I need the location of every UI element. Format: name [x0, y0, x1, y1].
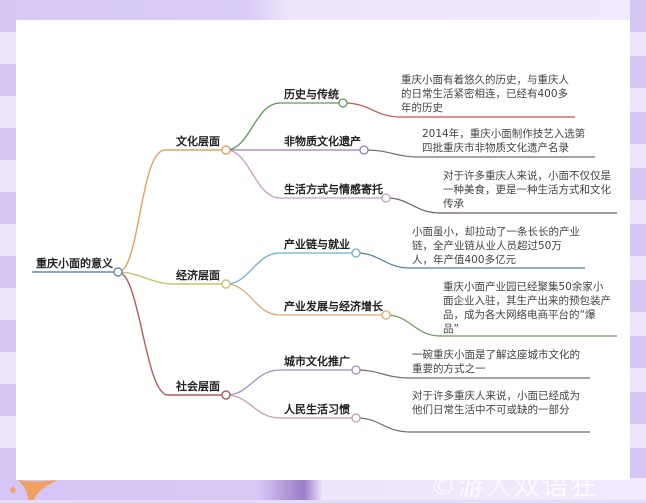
child-node-living-habits[interactable]: 人民生活习惯	[284, 403, 350, 417]
leaf-detail-industry-growth: 重庆小面产业园已经聚集50余家小面企业入驻，其生产出来的预包装产品，成为各大网络…	[443, 280, 611, 336]
leaf-text: 重庆小面产业园已经聚集50余家小面企业入驻，其生产出来的预包装产品，成为各大网络…	[443, 281, 611, 335]
leaf-text: 对于许多重庆人来说，小面不仅仅是一种美食，更是一种生活方式和文化传承	[443, 170, 611, 210]
child-node-industry-growth[interactable]: 产业发展与经济增长	[284, 300, 383, 314]
background-stripes-left	[0, 0, 16, 500]
branch-node-society[interactable]: 社会层面	[176, 380, 220, 394]
child-node-industry-chain[interactable]: 产业链与就业	[284, 238, 350, 252]
child-label: 产业发展与经济增长	[284, 300, 383, 313]
leaf-detail-history: 重庆小面有着悠久的历史，与重庆人的日常生活紧密相连，已经有400多年的历史	[401, 73, 571, 115]
child-label: 非物质文化遗产	[284, 135, 361, 148]
branch-node-economy[interactable]: 经济层面	[176, 269, 220, 283]
leaf-detail-industry-chain: 小面虽小，却拉动了一条长长的产业链，全产业链从业人员超过50万人，年产值400多…	[412, 225, 582, 267]
leaf-detail-living-habits: 对于许多重庆人来说，小面已经成为他们日常生活中不可或缺的一部分	[412, 389, 584, 417]
leaf-detail-city-culture: 一碗重庆小面是了解这座城市文化的重要的方式之一	[412, 348, 584, 376]
branch-label: 文化层面	[176, 135, 220, 148]
leaf-text: 小面虽小，却拉动了一条长长的产业链，全产业链从业人员超过50万人，年产值400多…	[412, 226, 580, 266]
child-label: 城市文化推广	[284, 355, 350, 368]
root-node[interactable]: 重庆小面的意义	[36, 257, 113, 271]
watermark: ©游人双语狂	[430, 472, 599, 502]
child-node-history[interactable]: 历史与传统	[284, 88, 339, 102]
root-node-label: 重庆小面的意义	[36, 257, 113, 270]
sparkle-decoration-icon	[10, 480, 58, 500]
leaf-detail-intangible-heritage: 2014年，重庆小面制作技艺入选第四批重庆市非物质文化遗产名录	[422, 127, 594, 155]
branch-node-culture[interactable]: 文化层面	[176, 135, 220, 149]
leaf-detail-lifestyle: 对于许多重庆人来说，小面不仅仅是一种美食，更是一种生活方式和文化传承	[443, 169, 611, 211]
child-node-city-culture[interactable]: 城市文化推广	[284, 355, 350, 369]
child-node-lifestyle[interactable]: 生活方式与情感寄托	[284, 183, 383, 197]
leaf-text: 重庆小面有着悠久的历史，与重庆人的日常生活紧密相连，已经有400多年的历史	[401, 74, 569, 114]
root-node-circle	[113, 267, 123, 277]
child-label: 产业链与就业	[284, 238, 350, 251]
leaf-text: 2014年，重庆小面制作技艺入选第四批重庆市非物质文化遗产名录	[422, 128, 586, 154]
background-stripes-right	[630, 0, 646, 500]
leaf-text: 对于许多重庆人来说，小面已经成为他们日常生活中不可或缺的一部分	[412, 390, 580, 416]
child-node-intangible-heritage[interactable]: 非物质文化遗产	[284, 135, 361, 149]
child-label: 人民生活习惯	[284, 403, 350, 416]
child-label: 历史与传统	[284, 88, 339, 101]
child-label: 生活方式与情感寄托	[284, 183, 383, 196]
background-bottom-band	[0, 478, 646, 500]
mindmap-canvas	[16, 20, 630, 480]
branch-label: 经济层面	[176, 269, 220, 282]
leaf-text: 一碗重庆小面是了解这座城市文化的重要的方式之一	[412, 349, 580, 375]
branch-label: 社会层面	[176, 380, 220, 393]
